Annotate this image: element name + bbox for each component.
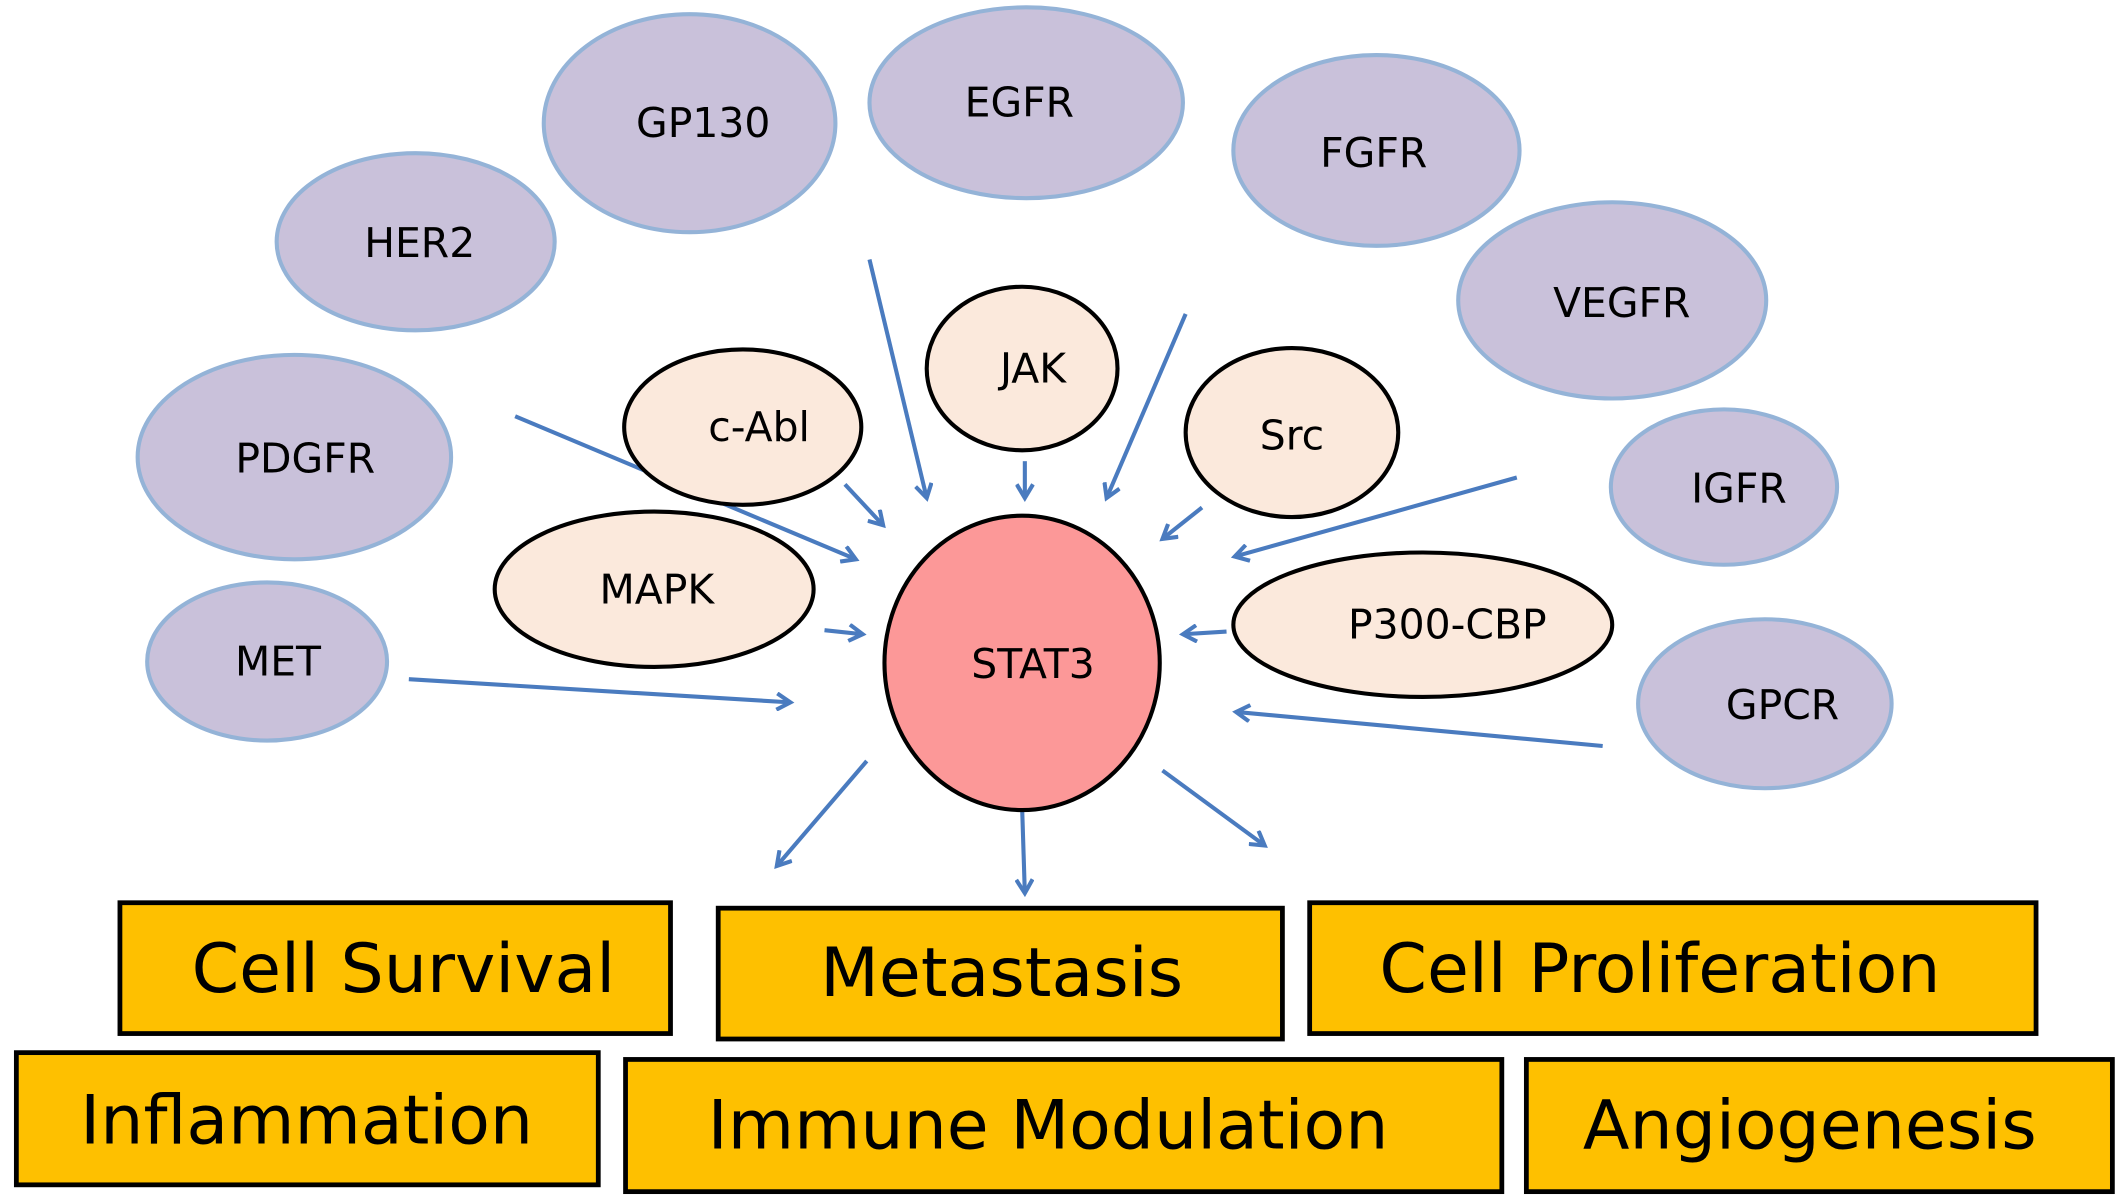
receptor-pdgfr: PDGFR — [135, 352, 454, 562]
kinase-label: Src — [1260, 411, 1324, 459]
outcome-inflammation: Inflammation — [13, 1050, 601, 1188]
receptor-label: GP130 — [636, 99, 770, 147]
kinase-cabl: c-Abl — [622, 347, 864, 507]
kinase-src: Src — [1183, 346, 1401, 520]
receptor-her2: HER2 — [274, 151, 557, 333]
outcome-label: Inflammation — [80, 1081, 533, 1160]
receptor-igfr: IGFR — [1608, 407, 1840, 567]
outcome-label: Angiogenesis — [1583, 1087, 2037, 1166]
arrow-mapk — [824, 630, 863, 634]
receptor-label: FGFR — [1320, 129, 1427, 177]
outcome-cell-survival: Cell Survival — [117, 900, 673, 1036]
kinase-label: MAPK — [600, 565, 716, 613]
receptor-gp130: GP130 — [541, 12, 838, 235]
outcome-label: Cell Proliferation — [1379, 930, 1940, 1009]
arrow-out-left — [777, 759, 869, 866]
kinase-p300-cbp: P300-CBP — [1231, 550, 1615, 699]
arrow-fgfr — [1107, 313, 1188, 498]
receptor-label: HER2 — [364, 219, 475, 267]
arrow-egfr — [867, 258, 926, 497]
hub-stat3: STAT3 — [882, 513, 1162, 813]
outcome-label: Metastasis — [820, 934, 1183, 1013]
outcome-angiogenesis: Angiogenesis — [1523, 1057, 2115, 1195]
arrow-out-down — [1022, 807, 1025, 893]
outcome-metastasis: Metastasis — [715, 905, 1285, 1042]
outcome-label: Immune Modulation — [708, 1087, 1389, 1166]
hub-label: STAT3 — [971, 640, 1095, 688]
receptor-fgfr: FGFR — [1231, 53, 1522, 248]
arrow-gpcr — [1236, 712, 1603, 749]
receptor-met: MET — [145, 580, 390, 743]
kinase-jak: JAK — [924, 284, 1120, 453]
receptor-label: IGFR — [1691, 464, 1787, 512]
arrow-p300 — [1183, 632, 1227, 635]
kinase-label: c-Abl — [708, 403, 810, 451]
receptor-label: PDGFR — [235, 434, 375, 482]
receptor-label: VEGFR — [1553, 279, 1690, 327]
receptor-label: MET — [235, 638, 322, 686]
receptor-vegfr: VEGFR — [1456, 200, 1769, 401]
arrow-igfr — [1235, 475, 1518, 557]
outcome-cell-proliferation: Cell Proliferation — [1307, 900, 2039, 1036]
arrow-out-right — [1161, 768, 1264, 846]
receptor-gpcr: GPCR — [1636, 617, 1894, 791]
receptor-label: GPCR — [1726, 681, 1839, 729]
outcome-label: Cell Survival — [192, 930, 616, 1009]
kinase-mapk: MAPK — [492, 509, 816, 670]
arrow-met — [408, 677, 791, 702]
arrow-cabl — [843, 482, 883, 525]
kinase-label: JAK — [997, 345, 1067, 393]
receptor-egfr: EGFR — [867, 5, 1185, 201]
outcome-immune-modulation: Immune Modulation — [623, 1057, 1505, 1195]
arrow-src — [1162, 505, 1204, 539]
kinase-label: P300-CBP — [1348, 601, 1547, 649]
receptor-label: EGFR — [965, 79, 1074, 127]
